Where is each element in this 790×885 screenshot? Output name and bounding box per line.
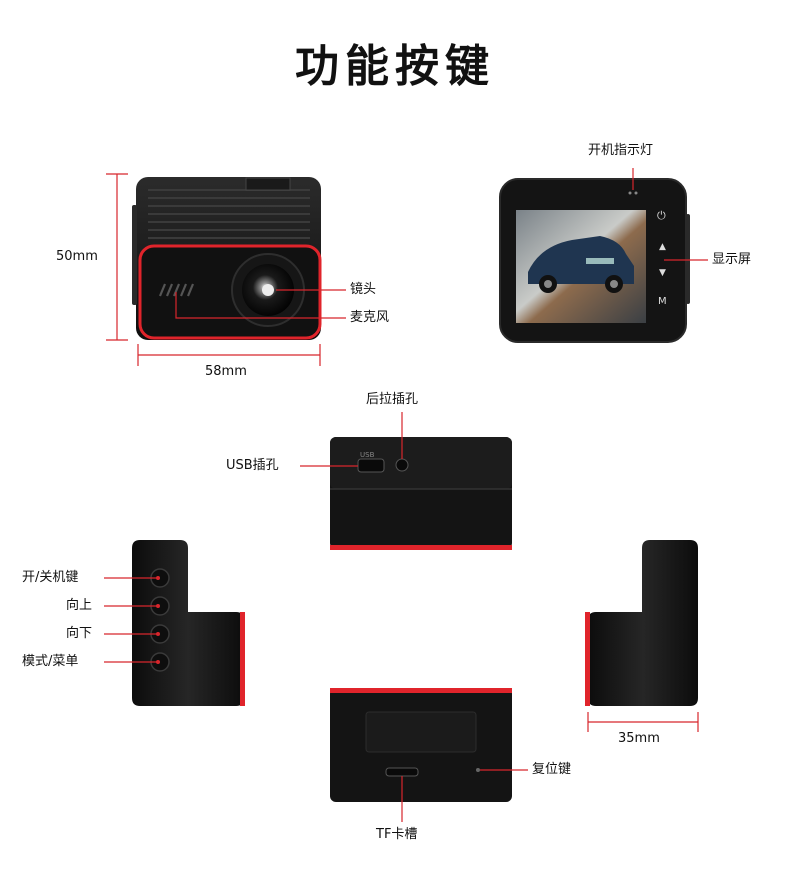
tf-card-slot (385, 767, 419, 777)
depth-dimension (587, 712, 699, 732)
power-indicator-label: 开机指示灯 (588, 143, 654, 158)
width-label: 58mm (205, 364, 247, 379)
camera-right-body (588, 540, 698, 706)
height-label: 50mm (56, 249, 98, 264)
key-up-icon[interactable]: ▲ (659, 242, 666, 252)
width-dimension (137, 344, 321, 366)
key-down-icon[interactable]: ▼ (659, 268, 666, 278)
reset-hole[interactable] (476, 768, 480, 772)
lens-label: 镜头 (350, 282, 377, 297)
camera-left-body (132, 540, 244, 706)
depth-label: 35mm (618, 731, 660, 746)
ribbed-texture (148, 189, 310, 239)
display-label: 显示屏 (712, 252, 752, 267)
key-power-icon[interactable]: ⏻ (657, 209, 666, 222)
right-side-view (585, 540, 699, 732)
rear-cam-port (395, 458, 409, 472)
key-mode-icon[interactable]: M (658, 296, 667, 307)
reset-key-label: 复位键 (532, 762, 572, 777)
tf-slot-label: TF卡槽 (376, 827, 418, 842)
top-view (300, 412, 512, 550)
mic-grille (158, 283, 195, 297)
height-dimension (106, 173, 128, 341)
microphone-label: 麦克风 (350, 310, 390, 325)
rear-cam-port-label: 后拉插孔 (366, 392, 419, 407)
page-title: 功能按键 (295, 41, 495, 92)
bottom-view (330, 688, 528, 822)
front-view (106, 173, 346, 366)
left-side-view (104, 540, 245, 706)
usb-port-label: USB插孔 (226, 458, 279, 473)
usb-port-text: USB (360, 451, 375, 459)
back-view (499, 168, 708, 343)
down-key-label: 向下 (66, 626, 93, 641)
mode-menu-key-label: 模式/菜单 (22, 654, 79, 669)
power-key-label: 开/关机键 (22, 570, 79, 585)
up-key-label: 向上 (66, 598, 93, 613)
